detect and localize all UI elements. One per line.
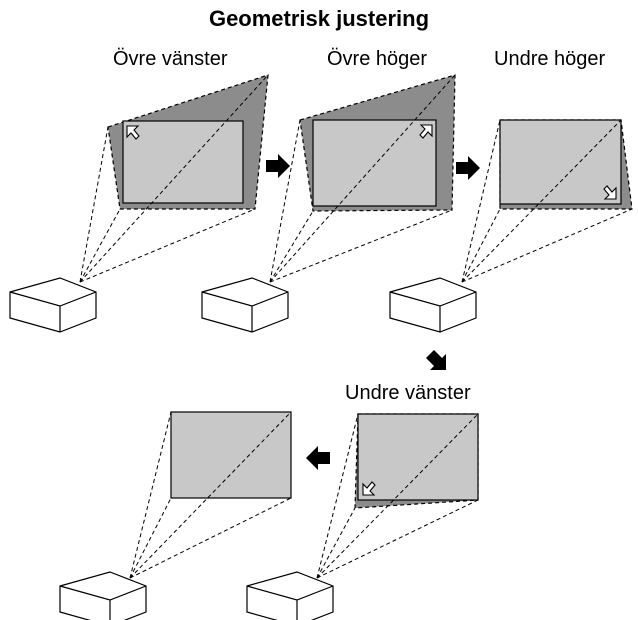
diagram-title: Geometrisk justering: [208, 6, 430, 31]
corner-arrow-icon: [126, 125, 140, 140]
panel-lower-left: [246, 413, 479, 620]
projection-lines: [79, 74, 269, 283]
step-label-lower-right: Undre höger: [494, 48, 606, 70]
step-label-upper-left: Övre vänster: [113, 48, 228, 70]
screen-image: [170, 411, 292, 499]
step-arrow-icon: [426, 350, 446, 370]
screen-image: [122, 120, 244, 204]
step-label-lower-left: Undre vänster: [345, 382, 471, 404]
screen-image: [357, 413, 479, 501]
projector-icon: [389, 277, 477, 333]
corner-arrow-icon: [603, 185, 617, 200]
step-arrow-icon: [456, 156, 480, 180]
panel-upper-right: [201, 74, 456, 333]
projector-icon: [9, 277, 97, 333]
panel-result: [59, 411, 292, 620]
step-arrow-icon: [306, 446, 330, 470]
projection-lines: [269, 74, 456, 283]
panel-lower-right: [389, 119, 633, 333]
screen-image: [312, 119, 437, 207]
projector-icon: [59, 571, 147, 620]
corner-arrow-icon: [362, 481, 376, 496]
projection-lines: [461, 119, 633, 283]
step-arrow-icon: [266, 154, 290, 178]
screen-image: [499, 119, 622, 205]
panel-upper-left: [9, 74, 269, 333]
projection-lines: [316, 413, 479, 579]
step-label-upper-right: Övre höger: [327, 48, 428, 70]
projection-lines: [129, 411, 292, 579]
projector-icon: [246, 571, 334, 620]
projector-icon: [201, 277, 289, 333]
corner-arrow-icon: [419, 124, 433, 139]
